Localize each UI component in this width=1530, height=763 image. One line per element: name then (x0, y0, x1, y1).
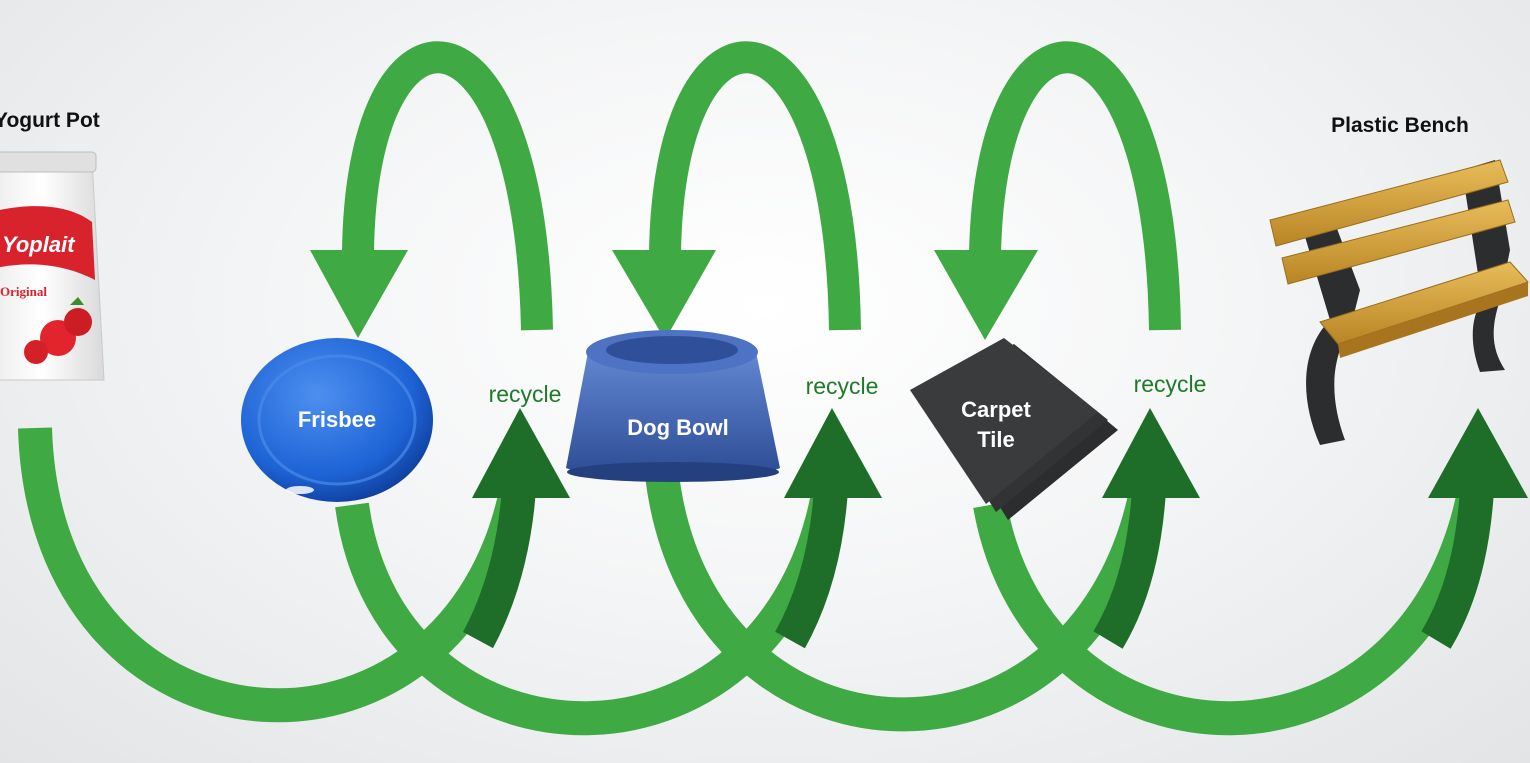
plastic-bench-icon (1269, 159, 1529, 445)
up-arrowhead-3 (1102, 408, 1200, 498)
carpet-tile-label-line1: Carpet (961, 397, 1031, 422)
plastic-bench-label: Plastic Bench (1331, 114, 1469, 137)
top-loop-2 (649, 41, 861, 331)
bottom-arcs (18, 408, 1528, 736)
carpet-tile: Carpet Tile (910, 338, 1118, 520)
dog-bowl-label: Dog Bowl (627, 415, 728, 440)
yogurt-pot: Yogurt Pot Yoplait Original (0, 109, 105, 381)
recycle-label-2: recycle (806, 373, 879, 399)
carpet-tile-icon (910, 338, 1118, 520)
top-loop-3 (969, 41, 1181, 331)
frisbee: Frisbee (241, 338, 433, 502)
yogurt-brand-text: Yoplait (2, 232, 76, 257)
down-arrowhead-3 (934, 250, 1038, 340)
bottom-arc-dogbowl-to-carpet-recycle (645, 467, 1167, 732)
top-loops (310, 41, 1181, 340)
bottom-arc-frisbee-to-dogbowl-recycle (335, 467, 849, 736)
up-arrowhead-2 (784, 408, 882, 498)
dog-bowl: Dog Bowl (566, 330, 780, 482)
down-arrowhead-1 (310, 250, 408, 338)
recycle-label-1: recycle (489, 381, 562, 407)
down-arrowhead-2 (612, 250, 716, 340)
yogurt-pot-icon: Yoplait Original (0, 151, 105, 381)
frisbee-label: Frisbee (298, 407, 376, 432)
yogurt-pot-label: Yogurt Pot (0, 109, 100, 132)
dog-bowl-icon (566, 330, 780, 482)
plastic-bench: Plastic Bench (1269, 114, 1529, 445)
frisbee-icon (241, 338, 433, 502)
bottom-arc-carpet-to-bench (973, 467, 1495, 736)
bottom-arc-yogurt-to-frisbee-recycle (18, 427, 537, 723)
recycle-label-3: recycle (1134, 371, 1207, 397)
carpet-tile-label-line2: Tile (977, 427, 1015, 452)
top-loop-1 (342, 41, 553, 331)
yogurt-variant-text: Original (0, 284, 47, 299)
up-arrowhead-4 (1428, 408, 1528, 498)
up-arrowhead-1 (472, 408, 570, 498)
